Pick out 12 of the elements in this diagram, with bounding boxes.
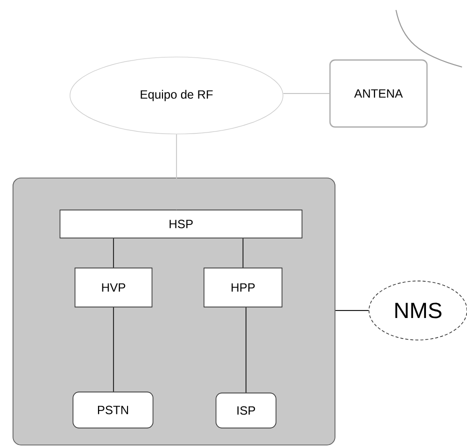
terminal-box: ISP bbox=[216, 392, 276, 428]
connector-line bbox=[113, 306, 114, 392]
connector-line bbox=[176, 134, 177, 210]
connector-line bbox=[282, 93, 330, 94]
connector-line bbox=[242, 238, 244, 268]
terminal-box: PSTN bbox=[72, 392, 154, 428]
process-box: HPP bbox=[204, 268, 282, 308]
process-box: HVP bbox=[74, 268, 152, 308]
connector-line bbox=[334, 310, 370, 311]
process-box: HSP bbox=[60, 210, 302, 238]
connector-line bbox=[113, 238, 114, 268]
antenna-box: ANTENA bbox=[329, 59, 428, 128]
